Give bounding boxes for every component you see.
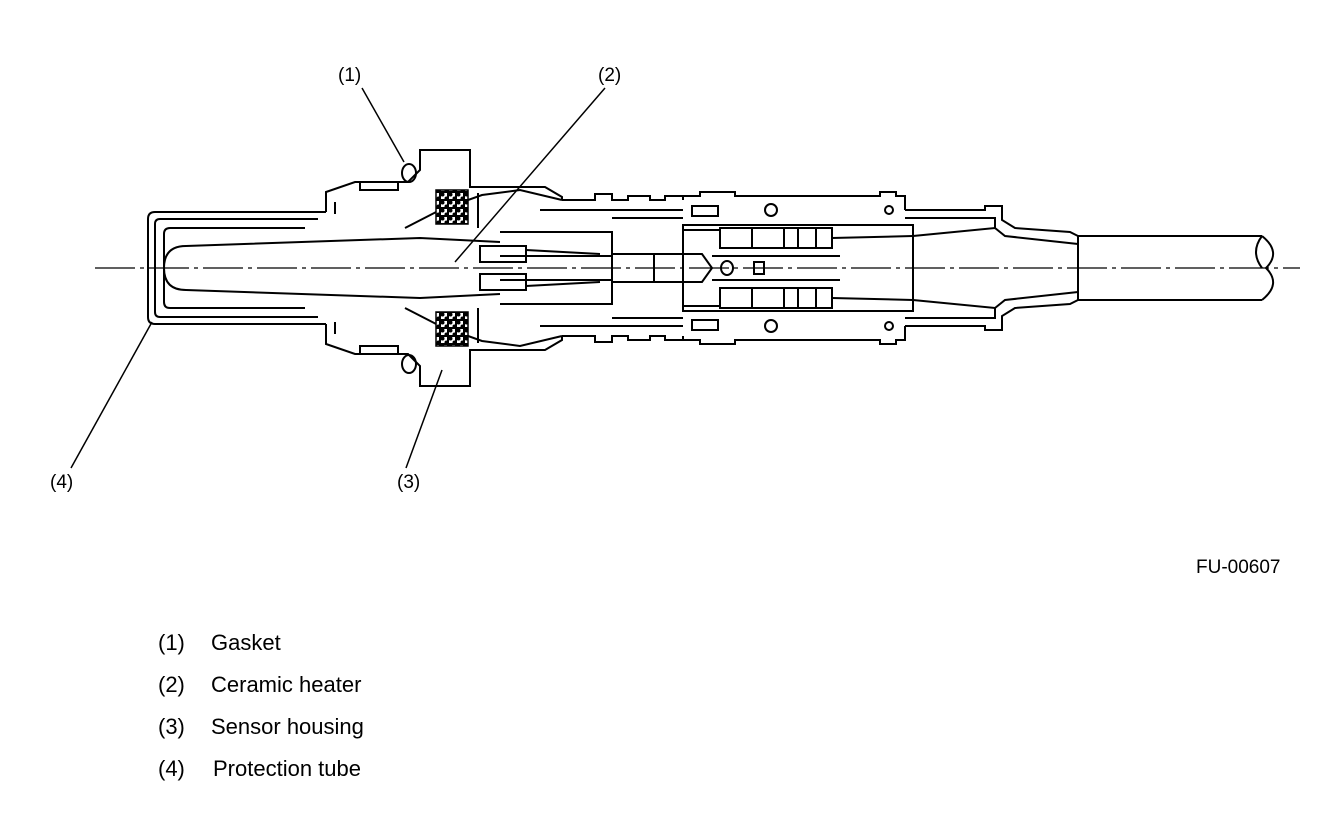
- protection-tube: [147, 211, 501, 325]
- middle-shell: [540, 193, 684, 343]
- leader-line-4: [70, 321, 153, 469]
- legend-label: Gasket: [211, 630, 281, 655]
- terminal-section: [682, 191, 914, 345]
- oxygen-sensor-cross-section: [70, 87, 1300, 469]
- legend-label: Sensor housing: [211, 714, 364, 739]
- packing-lower: [435, 311, 469, 347]
- callout-1: (1): [338, 65, 362, 86]
- packing-upper: [435, 189, 469, 225]
- legend-label: Protection tube: [213, 756, 361, 781]
- callout-2: (2): [598, 65, 622, 86]
- rear-sleeve: [905, 205, 1079, 331]
- leader-line-2: [454, 87, 606, 263]
- ceramic-heater: [479, 231, 714, 305]
- legend-number: (2): [158, 672, 185, 697]
- cable: [1077, 235, 1274, 301]
- figure-code: FU-00607: [1196, 557, 1281, 578]
- leader-lines: [70, 87, 606, 469]
- legend-label: Ceramic heater: [211, 672, 362, 697]
- leader-line-3: [405, 369, 443, 469]
- gasket: [401, 163, 417, 374]
- legend-number: (3): [158, 714, 185, 739]
- sensor-housing: [325, 149, 563, 387]
- legend-number: (1): [158, 630, 185, 655]
- callout-3: (3): [397, 472, 421, 493]
- legend-number: (4): [158, 756, 185, 781]
- callout-4: (4): [50, 472, 74, 493]
- leader-line-1: [361, 87, 405, 163]
